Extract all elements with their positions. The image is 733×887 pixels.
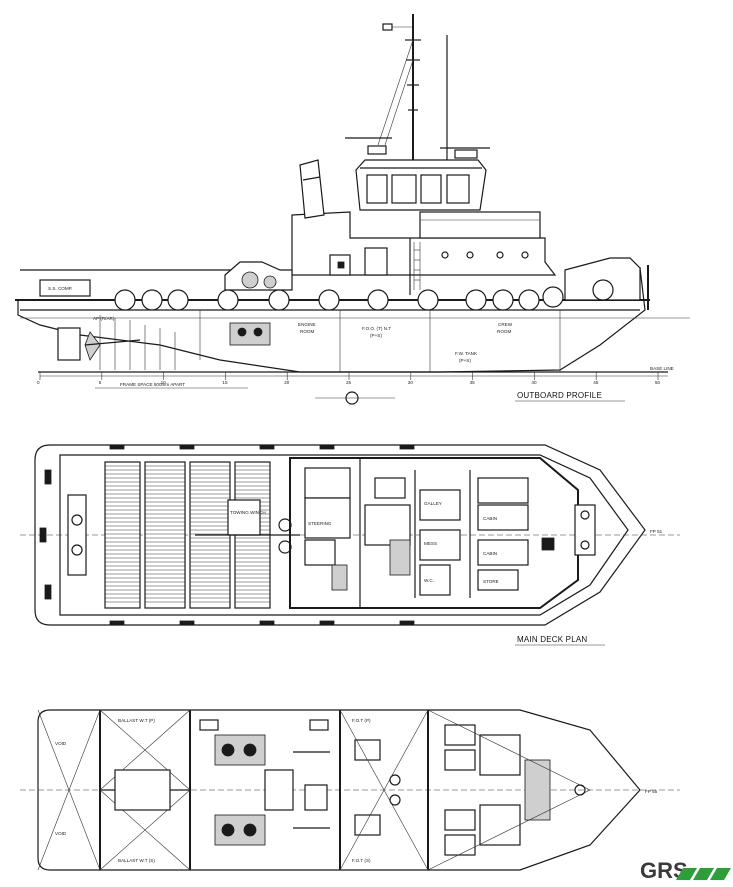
deckhouse bbox=[291, 211, 557, 295]
logo-chevron-2 bbox=[693, 868, 714, 880]
frame-tick-label: 25 bbox=[346, 380, 352, 385]
frame-scale: 0 5 10 15 20 25 30 35 40 45 50 bbox=[37, 372, 668, 385]
frame-tick-label: 5 bbox=[99, 380, 102, 385]
engine-room-label-2: ROOM bbox=[300, 329, 314, 334]
grs-logo: GRS bbox=[640, 858, 731, 883]
exhaust-stack bbox=[299, 159, 325, 219]
frame-tick-label: 35 bbox=[470, 380, 476, 385]
ss-comp-label: S.S. COMP. bbox=[48, 286, 72, 291]
outboard-profile-view: S.S. COMP. bbox=[15, 14, 690, 405]
tank-top-fp-label: FP 55 bbox=[645, 789, 658, 794]
store-label: STORE bbox=[483, 579, 499, 584]
outboard-profile-title: OUTBOARD PROFILE bbox=[517, 391, 602, 400]
mess-label: MESS bbox=[424, 541, 437, 546]
deck-plank-block bbox=[144, 461, 186, 609]
void-s-label: VOID bbox=[55, 831, 67, 836]
cabin-2-label: CABIN bbox=[483, 551, 497, 556]
main-deck-plan-title: MAIN DECK PLAN bbox=[517, 635, 587, 644]
fw-tank-label-2: (P+S) bbox=[459, 358, 471, 363]
frame-tick-label: 0 bbox=[37, 380, 40, 385]
centerline-symbol bbox=[315, 391, 395, 405]
void-p-label: VOID bbox=[55, 741, 67, 746]
frame-tick-label: 10 bbox=[161, 380, 167, 385]
ap-label: AP (R/AR) bbox=[93, 316, 115, 321]
towing-winch-label: TOWING WINCH bbox=[230, 510, 266, 515]
frame-tick-label: 15 bbox=[222, 380, 228, 385]
frame-tick-label: 50 bbox=[655, 380, 661, 385]
wheelhouse bbox=[355, 159, 487, 211]
fuel-tank-area: F.O.T (P) F.O.T (S) bbox=[339, 709, 429, 871]
main-engines bbox=[199, 719, 330, 846]
crew-room-label-2: ROOM bbox=[497, 329, 511, 334]
deck-plank-block bbox=[104, 461, 141, 609]
ballast-p-label: BALLAST W.T (P) bbox=[118, 718, 155, 723]
frame-spacing-note: FRAME SPACE 500mm APART bbox=[95, 382, 248, 389]
mast bbox=[377, 14, 448, 165]
engine-room-label-1: ENGINE bbox=[298, 322, 316, 327]
frame-tick-label: 30 bbox=[408, 380, 414, 385]
frame-tick-label: 20 bbox=[284, 380, 290, 385]
forward-compartments: FP 55 bbox=[427, 709, 658, 871]
frame-tick-label: 40 bbox=[531, 380, 537, 385]
fuel-p-label: F.O.T (P) bbox=[352, 718, 371, 723]
fuel-tank-label-2: (P+S) bbox=[370, 333, 382, 338]
aft-deck-equipment: S.S. COMP. bbox=[20, 261, 293, 297]
fuel-s-label: F.O.T (S) bbox=[352, 858, 371, 863]
fw-tank-label-1: F.W. TANK bbox=[455, 351, 478, 356]
base-line-label: BASE LINE bbox=[650, 366, 674, 371]
frame-spacing-label: FRAME SPACE 500mm APART bbox=[120, 382, 185, 387]
fenders bbox=[114, 279, 614, 311]
fuel-tank-label-1: F.O.O. (T) N.T bbox=[362, 326, 391, 331]
cabin-1-label: CABIN bbox=[483, 516, 497, 521]
ballast-s-label: BALLAST W.T (S) bbox=[118, 858, 155, 863]
logo-chevron-1 bbox=[676, 868, 697, 880]
tank-top-plan-view: VOID VOID BALLAST W.T (P) BALLAST W.T (S… bbox=[20, 709, 680, 871]
galley-label: GALLEY bbox=[424, 501, 442, 506]
logo-chevron-3 bbox=[710, 868, 731, 880]
deck-fenders bbox=[109, 444, 415, 626]
main-deck-fp-label: FP 51 bbox=[650, 529, 663, 534]
main-deck-plan-view: TOWING WINCH STEERING GALLEY MESS W.C. C… bbox=[20, 444, 680, 646]
wc-label: W.C. bbox=[424, 578, 434, 583]
hull-profile: AP (R/AR) ENGINE ROOM F.O.O. (T) N.T (P+… bbox=[15, 257, 690, 373]
frame-tick-label: 45 bbox=[593, 380, 599, 385]
crew-room-label-1: CREW bbox=[498, 322, 513, 327]
steering-label: STEERING bbox=[308, 521, 332, 526]
bridge-top bbox=[345, 137, 490, 159]
